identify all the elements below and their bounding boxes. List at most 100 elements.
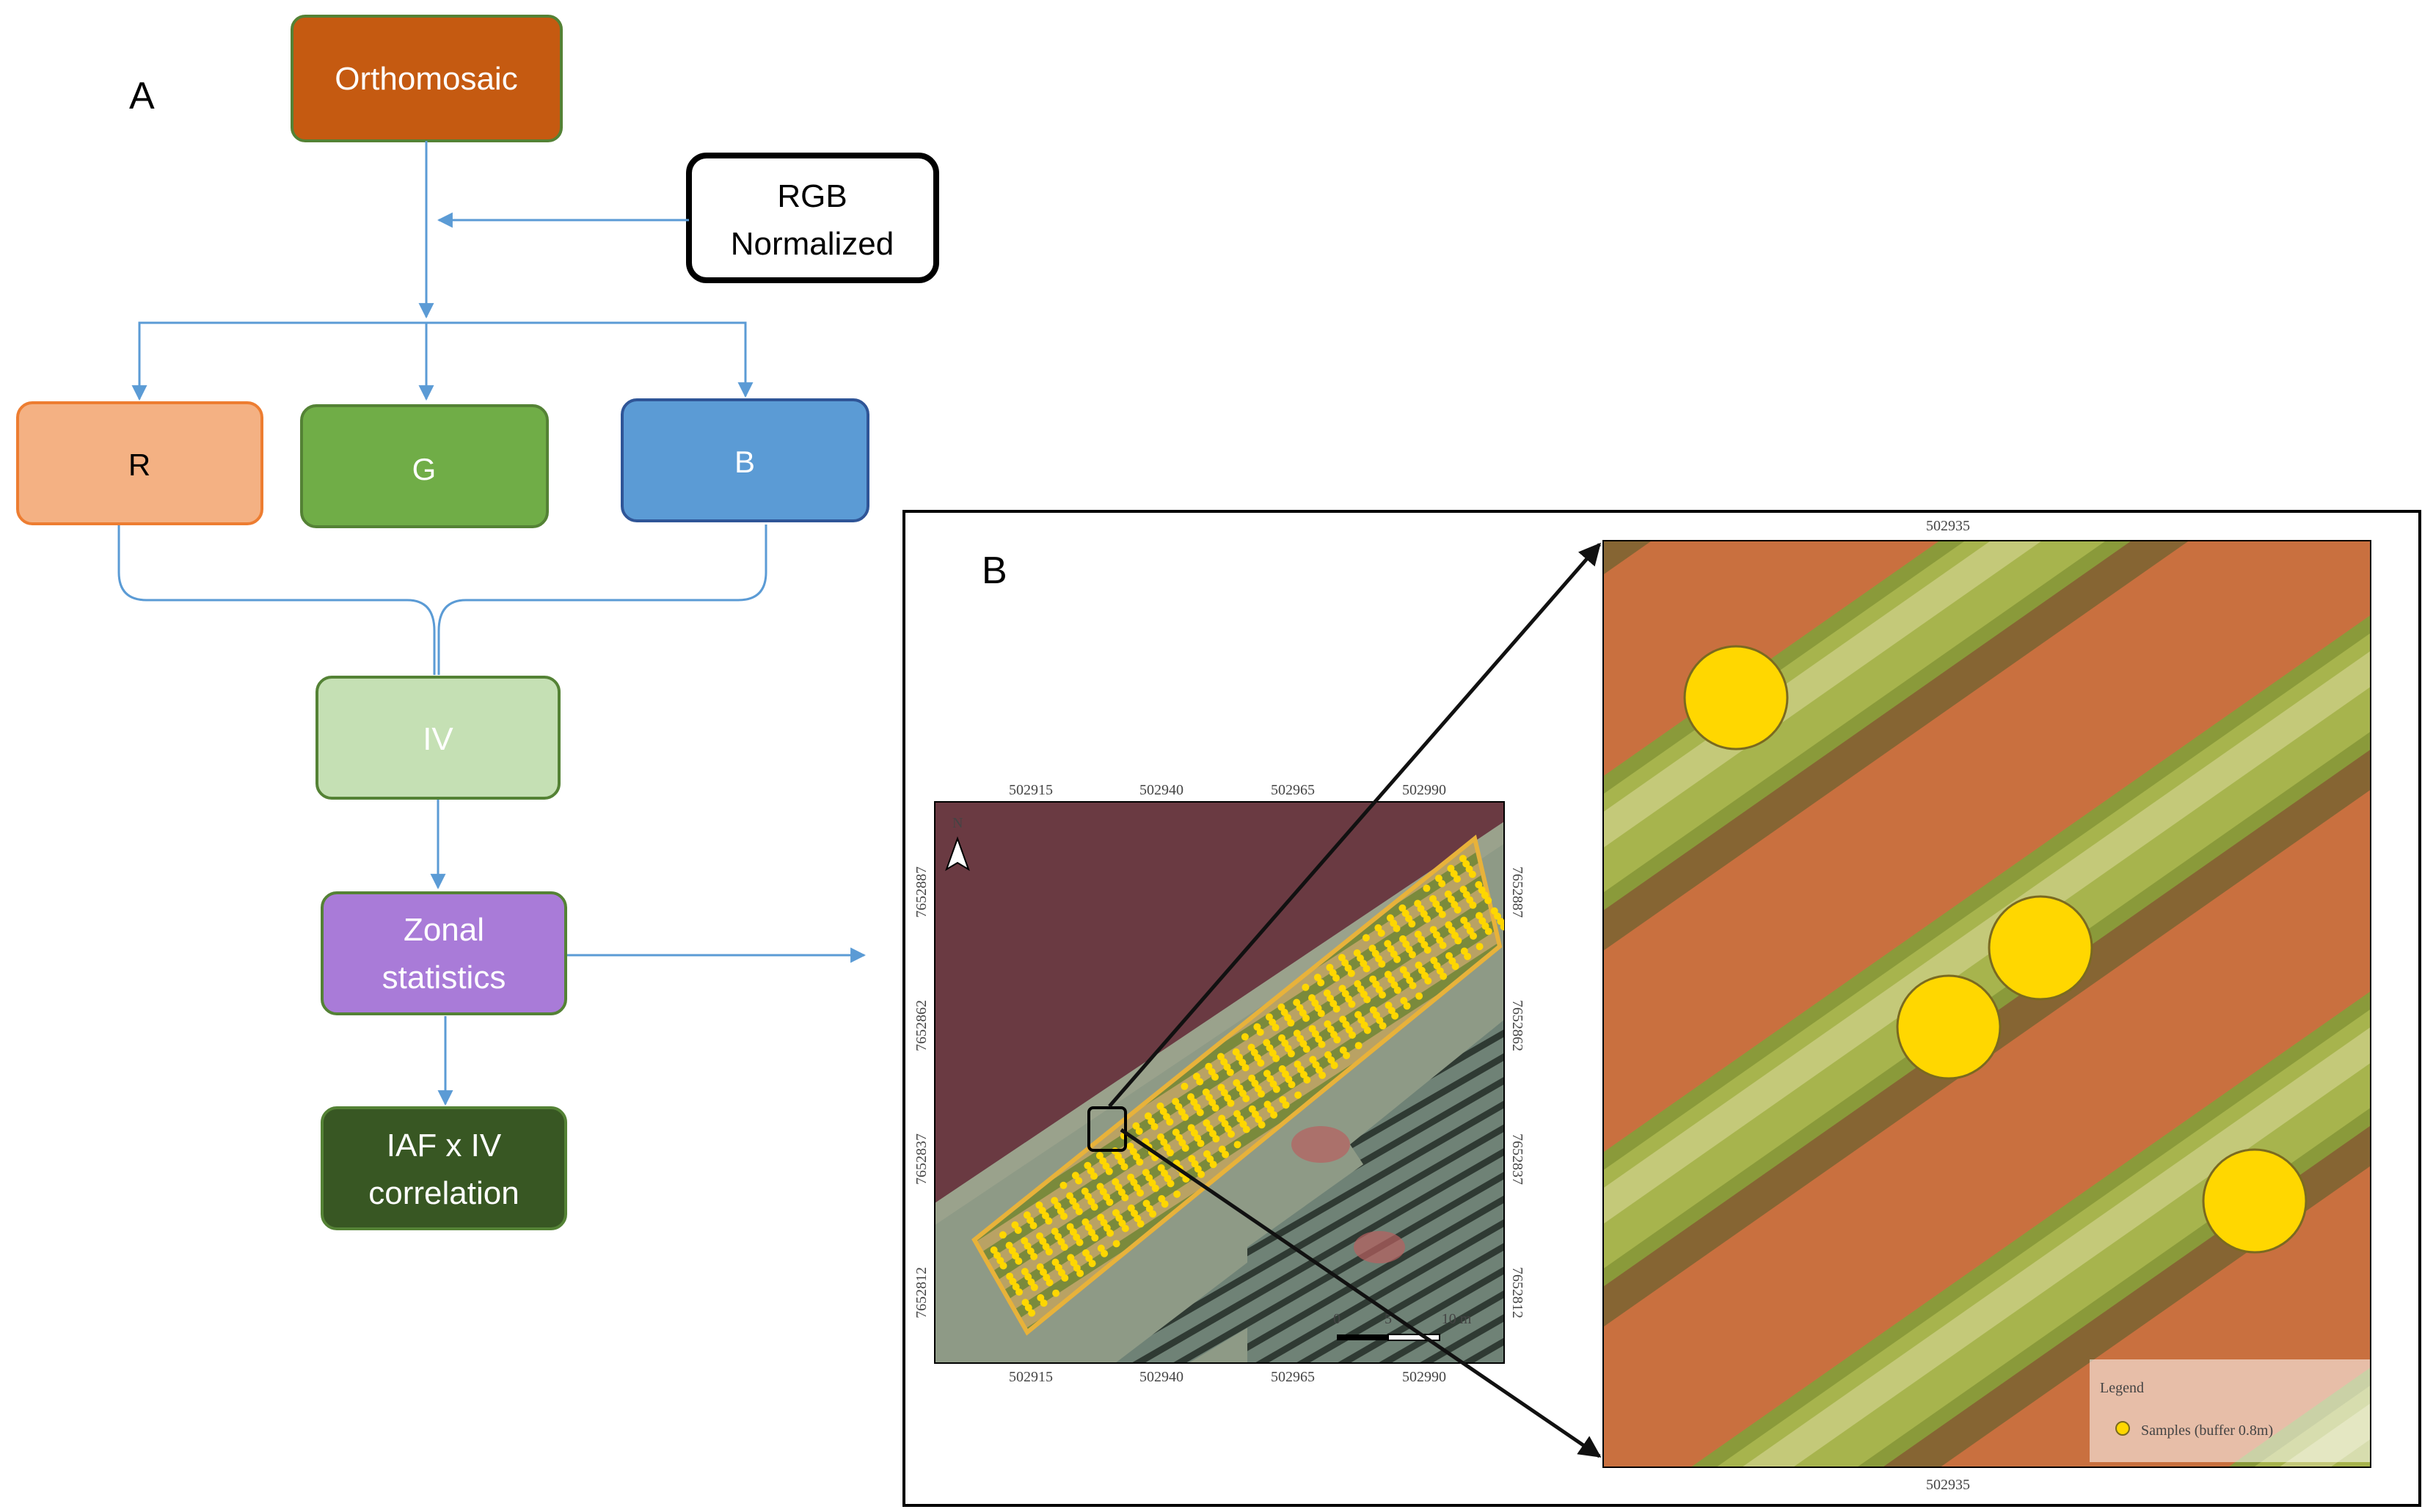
map-sample-dot xyxy=(1112,1240,1120,1248)
map-sample-dot xyxy=(1269,1049,1277,1057)
map-sample-dot xyxy=(1332,974,1340,982)
map-sample-dot xyxy=(1258,1090,1265,1098)
map-sample-dot xyxy=(999,1262,1007,1270)
map-sample-dot xyxy=(1363,965,1371,973)
map-sample-dot xyxy=(1097,1244,1105,1252)
bottom-tick: 502965 xyxy=(1271,1369,1315,1385)
map-sample-dot xyxy=(1218,1145,1226,1153)
map-sample-dot xyxy=(1156,1102,1164,1110)
map-sample-dot xyxy=(1409,982,1417,990)
map-sample-dot xyxy=(1277,1003,1285,1011)
zoom-image: Legend Samples (buffer 0.8m) 502935 5029… xyxy=(1602,518,2371,1493)
map-sample-dot xyxy=(1221,1120,1229,1128)
map-sample-dot xyxy=(1166,1118,1174,1126)
sample-point xyxy=(1683,645,1789,750)
map-sample-dot xyxy=(1069,1228,1077,1236)
map-sample-dot xyxy=(1242,1095,1250,1103)
map-sample-dot xyxy=(1423,884,1431,892)
overview-map: N 0 5 10 m 502915 502940 502965 502990 5… xyxy=(913,782,1525,1385)
map-sample-dot xyxy=(1330,1031,1338,1039)
map-sample-dot xyxy=(1220,1089,1228,1097)
panel-a-label: A xyxy=(129,75,155,117)
map-sample-dot xyxy=(1076,1238,1084,1246)
map-sample-dot xyxy=(1362,934,1370,942)
map-sample-dot xyxy=(1126,1142,1134,1150)
map-sample-dot xyxy=(1106,1198,1114,1206)
correlation-box xyxy=(321,1106,567,1230)
map-sample-dot xyxy=(1454,937,1462,945)
map-sample-dot xyxy=(1163,1113,1170,1121)
map-sample-dot xyxy=(1211,1104,1219,1112)
map-sample-dot xyxy=(1403,1002,1411,1010)
g-label: G xyxy=(412,452,437,486)
focus-square xyxy=(1087,1106,1127,1152)
map-sample-dot xyxy=(1463,921,1471,930)
map-sample-dot xyxy=(1266,1106,1274,1114)
map-sample-dot xyxy=(1386,914,1394,922)
map-sample-dot xyxy=(1393,924,1401,932)
map-sample-dot xyxy=(1475,881,1483,888)
map-sample-dot xyxy=(1432,931,1440,939)
right-tick: 7652887 xyxy=(1509,866,1525,918)
map-sample-dot xyxy=(1187,1093,1194,1101)
map-sample-dot xyxy=(1059,1181,1068,1189)
map-sample-dot xyxy=(1026,1247,1035,1255)
map-sample-dot xyxy=(1076,1269,1084,1277)
map-sample-dot xyxy=(1226,1068,1234,1076)
map-sample-dot xyxy=(1021,1268,1029,1276)
map-sample-dot xyxy=(1374,924,1382,932)
right-tick: 7652862 xyxy=(1509,1000,1525,1051)
top-ticks: 502915 502940 502965 502990 xyxy=(1009,782,1446,798)
map-sample-dot xyxy=(1257,1059,1265,1067)
map-sample-dot xyxy=(1073,1264,1081,1272)
map-sample-dot xyxy=(1282,1070,1289,1078)
map-sample-dot xyxy=(1403,971,1410,979)
connectors xyxy=(117,141,867,1106)
map-sample-dot xyxy=(1054,1202,1062,1210)
map-sample-dot xyxy=(1451,901,1459,908)
map-sample-dot xyxy=(1256,1029,1264,1036)
map-sample-dot xyxy=(1205,1062,1213,1070)
map-sample-dot xyxy=(1311,1030,1319,1038)
map-sample-dot xyxy=(1342,1020,1350,1029)
map-sample-dot xyxy=(1417,905,1425,913)
map-sample-dot xyxy=(1423,946,1431,954)
map-sample-dot xyxy=(1149,1210,1157,1218)
sample-point xyxy=(2202,1148,2308,1254)
map-sample-dot xyxy=(1303,1076,1311,1084)
map-sample-dot xyxy=(1211,1073,1219,1081)
map-sample-dot xyxy=(1288,1081,1296,1089)
map-sample-dot xyxy=(1197,1170,1205,1178)
map-sample-dot xyxy=(1318,1071,1327,1079)
map-sample-dot xyxy=(1137,1189,1144,1197)
map-sample-dot xyxy=(1051,1258,1059,1266)
zoom-bottom-tick: 502935 xyxy=(1926,1477,1970,1493)
map-sample-dot xyxy=(1294,1060,1302,1068)
map-sample-dot xyxy=(1445,921,1453,929)
map-sample-dot xyxy=(1451,932,1459,940)
map-sample-dot xyxy=(1302,983,1310,991)
map-sample-dot xyxy=(1045,1248,1053,1256)
map-sample-dot xyxy=(1228,1130,1235,1138)
map-sample-dot xyxy=(1196,1078,1204,1086)
map-sample-dot xyxy=(1197,1139,1205,1147)
map-sample-dot xyxy=(1378,960,1386,968)
map-sample-dot xyxy=(1393,955,1401,963)
map-sample-dot xyxy=(1196,1109,1204,1117)
map-sample-dot xyxy=(1209,1130,1217,1138)
map-sample-dot xyxy=(1212,1135,1220,1143)
map-sample-dot xyxy=(1014,1227,1022,1234)
map-sample-dot xyxy=(1052,1289,1060,1297)
map-sample-dot xyxy=(1144,1112,1152,1120)
r-label: R xyxy=(128,448,150,482)
map-sample-dot xyxy=(1172,1128,1180,1136)
map-sample-dot xyxy=(1405,915,1412,923)
map-sample-dot xyxy=(1137,1220,1145,1228)
b-box xyxy=(621,398,869,522)
map-sample-dot xyxy=(1145,1205,1153,1213)
map-sample-dot xyxy=(1438,910,1446,918)
map-sample-dot xyxy=(1181,1113,1189,1121)
map-sample-dot xyxy=(1272,1054,1280,1062)
map-sample-dot xyxy=(1317,1009,1325,1018)
map-sample-dot xyxy=(1484,896,1492,905)
